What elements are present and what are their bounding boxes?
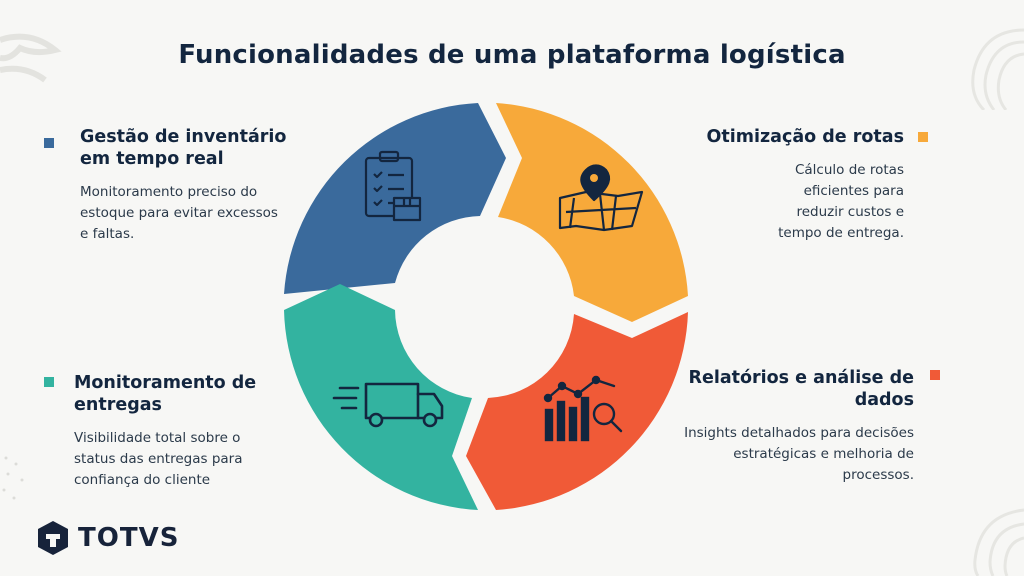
orange-bullet-square — [918, 132, 928, 142]
background-dots-left — [2, 456, 24, 500]
section-inventory: Gestão de inventário em tempo real Monit… — [80, 126, 320, 245]
chart-magnifier-icon — [543, 375, 623, 442]
blue-bullet-square — [44, 138, 54, 148]
section-heading: Relatórios e análise de dados — [688, 368, 914, 410]
red-bullet-square — [930, 370, 940, 380]
cycle-segment-delivery — [284, 284, 478, 510]
section-description: Visibilidade total sobre o status das en… — [74, 430, 243, 488]
section-delivery-monitoring: Monitoramento de entregas Visibilidade t… — [74, 372, 314, 491]
section-routes: Otimização de rotas Cálculo de rotas efi… — [640, 126, 905, 244]
brand-name: TOTVS — [78, 523, 180, 553]
delivery-truck-icon — [332, 382, 444, 428]
section-heading: Otimização de rotas — [706, 127, 905, 147]
map-pin-icon — [558, 164, 644, 232]
background-fingerprint-bottom-right — [973, 508, 1024, 576]
cycle-segment-routes — [496, 103, 688, 322]
section-description: Monitoramento preciso do estoque para ev… — [80, 184, 278, 242]
section-description: Cálculo de rotas eficientes para reduzir… — [778, 162, 904, 241]
background-fingerprint-top-right — [971, 28, 1024, 110]
cycle-diagram — [284, 103, 688, 510]
section-description: Insights detalhados para decisões estrat… — [684, 425, 914, 483]
section-heading: Monitoramento de entregas — [74, 373, 257, 415]
clipboard-box-icon — [364, 150, 422, 222]
section-heading: Gestão de inventário em tempo real — [80, 127, 287, 169]
section-reports: Relatórios e análise de dados Insights d… — [684, 367, 914, 486]
totvs-logo-mark — [38, 521, 68, 555]
page-title: Funcionalidades de uma plataforma logíst… — [178, 40, 846, 70]
background-swirl-top-left — [0, 33, 62, 83]
totvs-logo: TOTVS — [36, 520, 179, 556]
teal-bullet-square — [44, 377, 54, 387]
